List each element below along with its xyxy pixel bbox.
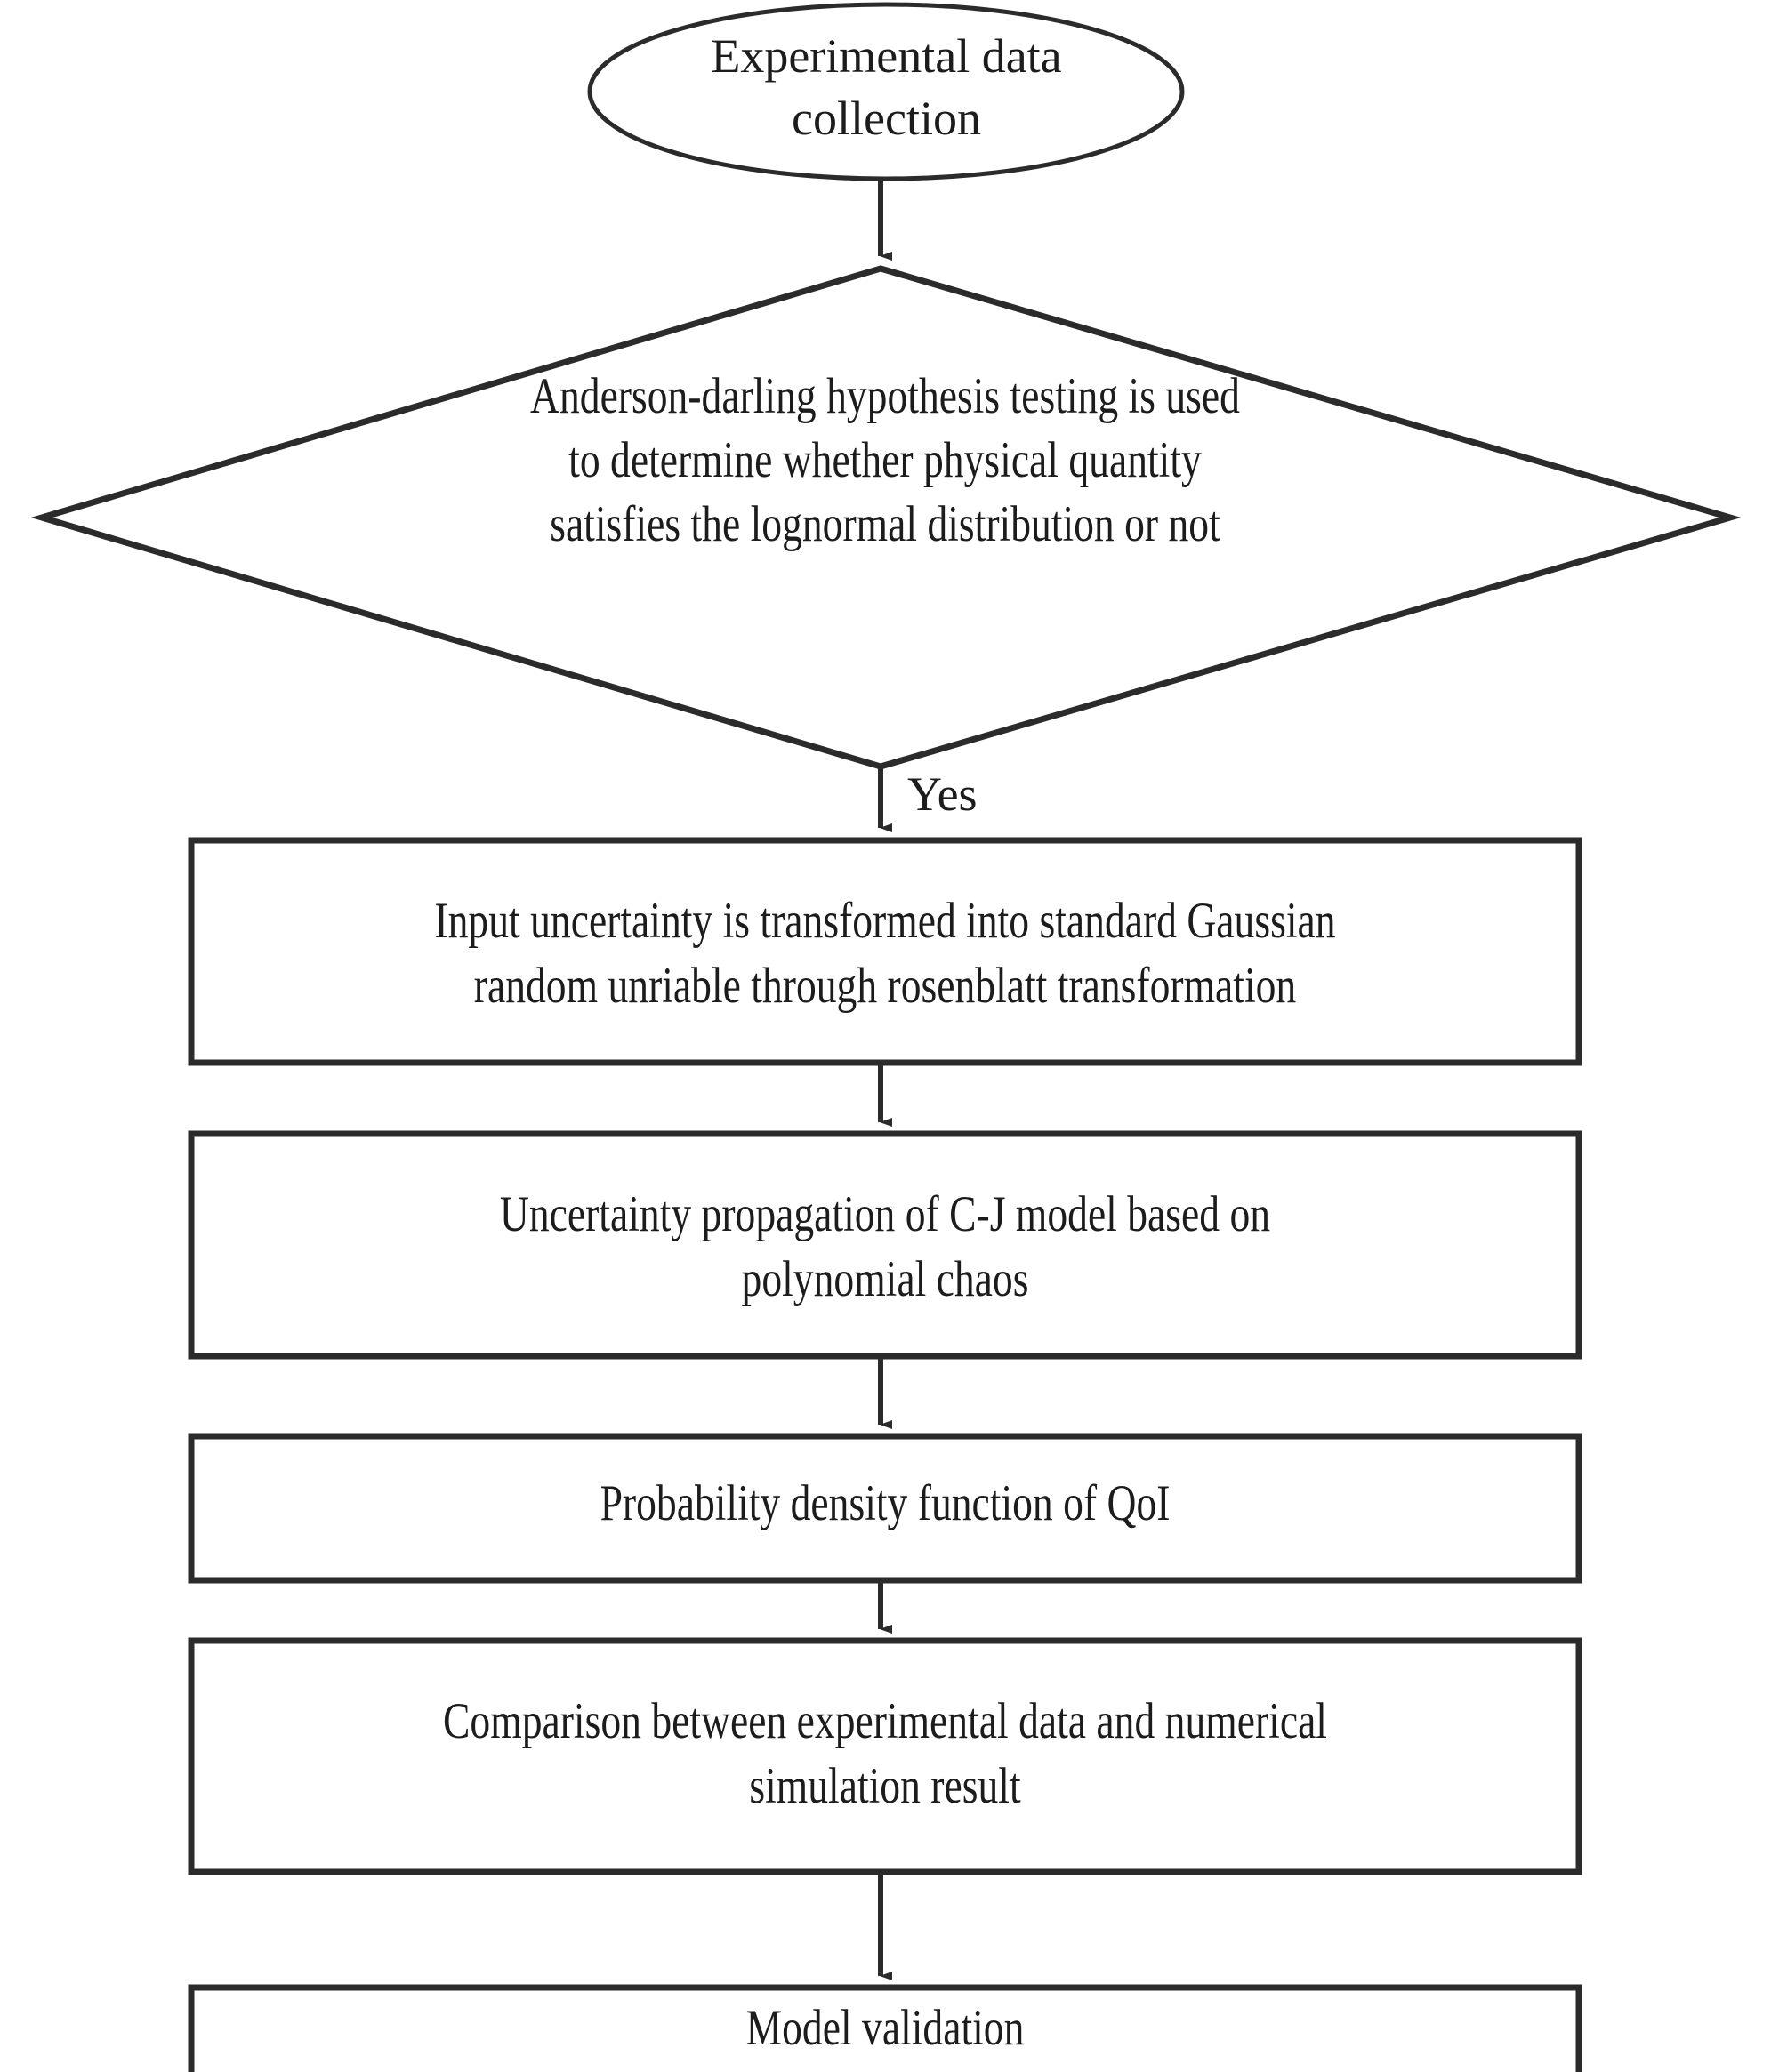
node-step3-box	[188, 1433, 1582, 1584]
node-step5-box	[188, 1984, 1582, 2072]
node-decision-diamond	[30, 265, 1742, 770]
node-start-ellipse	[587, 2, 1185, 181]
node-step1-box	[188, 837, 1582, 1066]
node-step2-box	[188, 1130, 1582, 1360]
node-step4-box	[188, 1637, 1582, 1875]
